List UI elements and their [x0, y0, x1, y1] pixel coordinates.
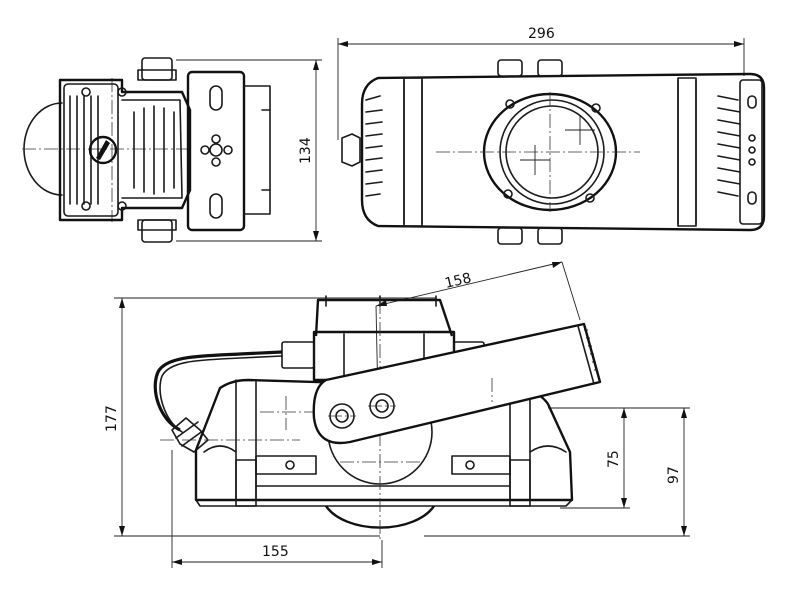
bolt-icon [117, 87, 127, 97]
end-housing [58, 78, 192, 222]
bolt-icon [81, 201, 91, 211]
mount-plate [186, 70, 246, 232]
end-view: 134 [22, 57, 322, 243]
plan-nut [497, 59, 523, 77]
side-top-box [314, 298, 454, 337]
dim-177: 177 [104, 405, 120, 432]
end-cap [63, 83, 119, 217]
plan-fins-right [717, 95, 741, 197]
side-view: 158 177 75 97 155 [104, 261, 690, 568]
plan-nut [537, 227, 563, 245]
plan-nut [537, 59, 563, 77]
plan-fins-left [365, 95, 383, 197]
bolt-icon [117, 201, 127, 211]
dim-134: 134 [298, 137, 314, 164]
dim-97: 97 [666, 466, 682, 484]
cable [153, 350, 283, 432]
plan-body [360, 72, 766, 232]
plan-view: 296 [337, 26, 766, 245]
top-nut [141, 57, 173, 81]
bottom-nut [141, 219, 173, 243]
cable-gland [341, 133, 361, 167]
gauge-icon [88, 135, 118, 165]
dim-75: 75 [606, 450, 622, 468]
side-mount-arm [312, 322, 602, 445]
bolt-icon [81, 87, 91, 97]
plan-nut [497, 227, 523, 245]
dim-155: 155 [262, 544, 289, 560]
dim-158: 158 [443, 270, 473, 292]
dim-296: 296 [528, 26, 555, 42]
end-fins [69, 95, 175, 205]
